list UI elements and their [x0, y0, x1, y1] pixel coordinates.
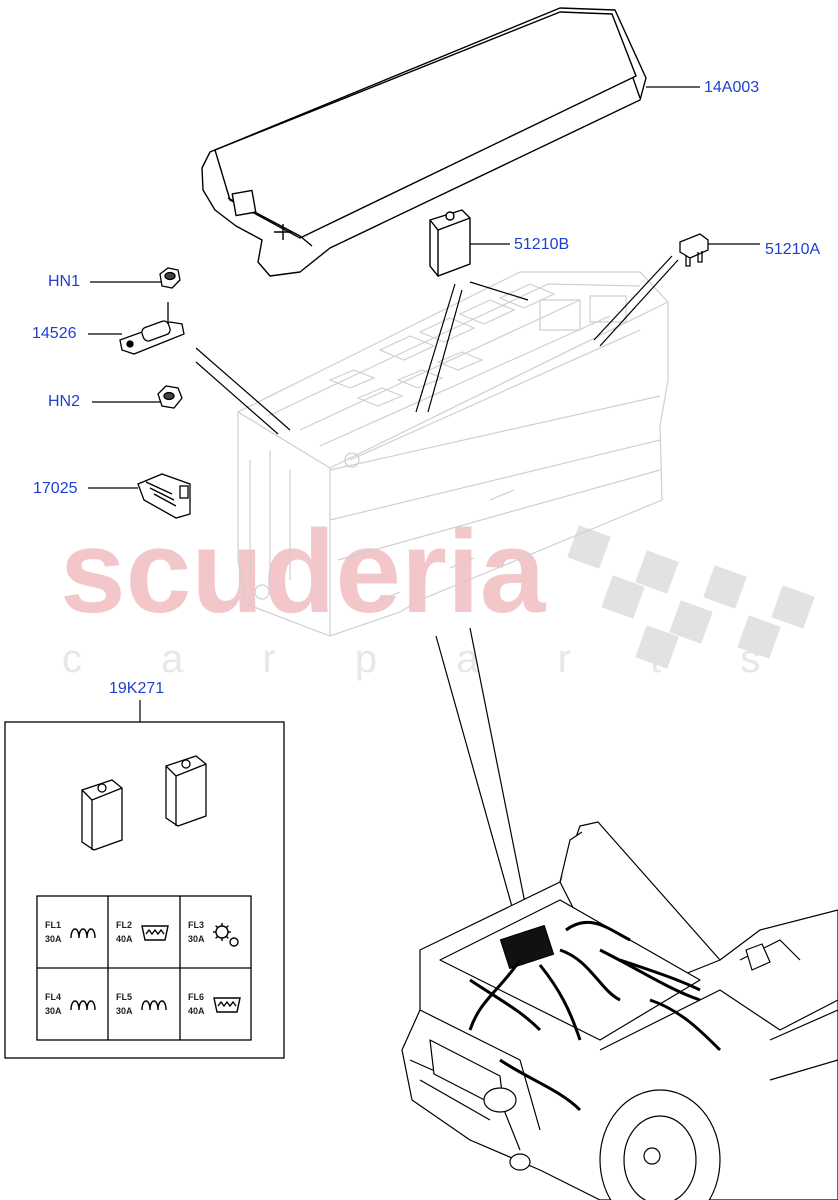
leader-lines — [88, 86, 760, 929]
fuse-cell-name: FL6 — [188, 992, 204, 1002]
callout-19k271[interactable]: 19K271 — [109, 680, 165, 697]
vehicle-front-illustration — [401, 821, 838, 1200]
fuse-cell-rating: 40A — [116, 934, 133, 944]
fuse-cell-name: FL5 — [116, 992, 132, 1002]
fuse-cell-name: FL2 — [116, 920, 132, 930]
watermark-tagline: c a r p a r t s — [62, 637, 794, 681]
bracket-14526 — [119, 302, 185, 355]
watermark: scuderia c a r p a r t s — [60, 506, 815, 681]
fuse-cell-rating: 30A — [188, 934, 205, 944]
watermark-brand: scuderia — [60, 506, 547, 638]
gear-icon — [213, 923, 239, 947]
fuse-cell-name: FL1 — [45, 920, 61, 930]
windscreen-heater-icon — [213, 997, 241, 1013]
mini-fuse-51210a — [679, 233, 709, 267]
callout-51210a[interactable]: 51210A — [765, 241, 821, 258]
coil-icon — [141, 1000, 167, 1011]
fuse-box-cover — [201, 7, 647, 277]
clip-17025 — [137, 473, 191, 519]
fuse-cell-name: FL4 — [45, 992, 61, 1002]
fuse-cell-rating: 30A — [116, 1006, 133, 1016]
callout-hn1[interactable]: HN1 — [48, 273, 81, 290]
callout-14526[interactable]: 14526 — [32, 325, 77, 342]
fuse-cell-rating: 40A — [188, 1006, 205, 1016]
coil-icon — [70, 1000, 96, 1011]
callout-hn2[interactable]: HN2 — [48, 393, 81, 410]
nut-hn2 — [157, 385, 183, 409]
fuse-cell-name: FL3 — [188, 920, 204, 930]
checkered-flag-icon — [567, 525, 815, 669]
fuse-cell-rating: 30A — [45, 934, 62, 944]
callout-51210b[interactable]: 51210B — [514, 236, 570, 253]
fuse-box-body — [237, 271, 669, 637]
fuse-rating-grid — [36, 895, 252, 1041]
callout-17025[interactable]: 17025 — [33, 480, 78, 497]
coil-icon — [70, 928, 96, 939]
callout-14a003[interactable]: 14A003 — [704, 79, 760, 96]
windscreen-heater-icon — [141, 925, 169, 941]
maxi-fuse-51210b — [429, 209, 471, 277]
fuse-cell-rating: 30A — [45, 1006, 62, 1016]
nut-hn1 — [159, 267, 181, 289]
